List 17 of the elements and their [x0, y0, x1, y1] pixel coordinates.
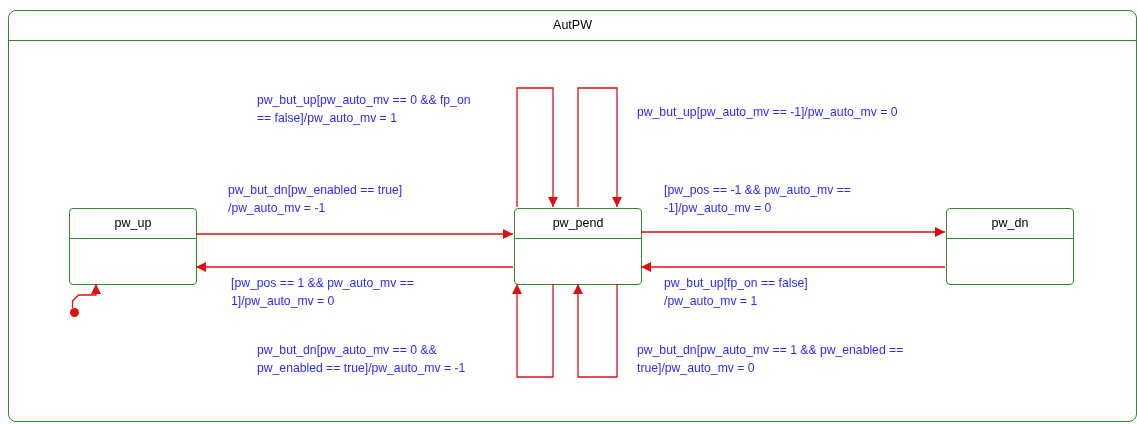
initial-state-dot	[70, 308, 79, 317]
transition-arrow	[577, 87, 622, 208]
transition-arrow	[573, 283, 618, 378]
transition-arrow	[195, 262, 514, 272]
transition-arrow	[512, 283, 554, 378]
transition-arrow	[640, 262, 946, 272]
transition-arrow	[640, 227, 946, 237]
state-box	[514, 208, 642, 285]
state-name: pw_up	[70, 209, 196, 239]
transition-arrow	[516, 87, 558, 208]
transition-arrow	[195, 229, 514, 239]
state-name: AutPW	[9, 11, 1136, 41]
state-box	[946, 208, 1074, 285]
state-name: pw_pend	[515, 209, 641, 239]
transition-arrow	[71, 283, 101, 309]
state-name: pw_dn	[947, 209, 1073, 239]
state-box	[69, 208, 197, 285]
